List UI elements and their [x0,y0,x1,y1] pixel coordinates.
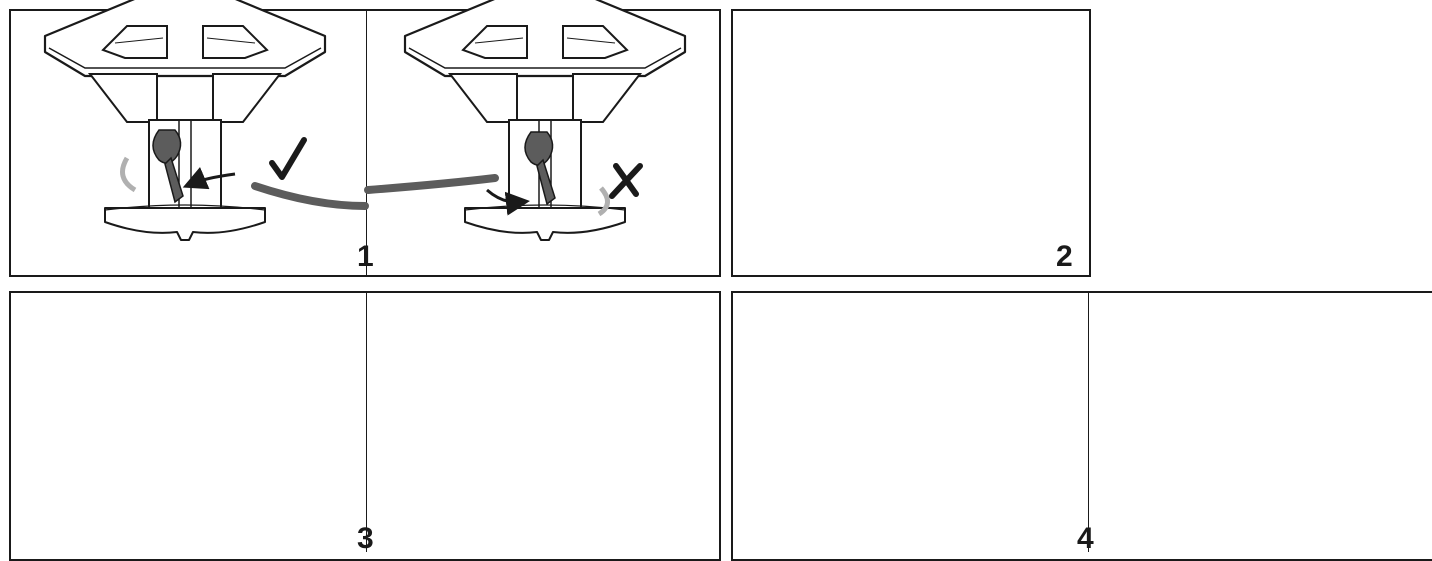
step-1-reel-correct [43,0,369,242]
step-1-cross-icon [609,163,643,199]
step-1-divider [366,11,367,275]
step-4-panel [731,291,1432,561]
step-number-4: 4 [1077,522,1094,555]
step-number-1: 1 [357,240,374,273]
step-number-2: 2 [1056,240,1073,273]
step-2-panel [731,9,1091,277]
step-1-check-icon [269,137,307,180]
step-4-divider [1088,293,1089,552]
step-3-panel [9,291,721,561]
step-1-reel-incorrect [364,0,687,242]
step-3-divider [366,293,367,552]
step-number-3: 3 [357,522,374,555]
